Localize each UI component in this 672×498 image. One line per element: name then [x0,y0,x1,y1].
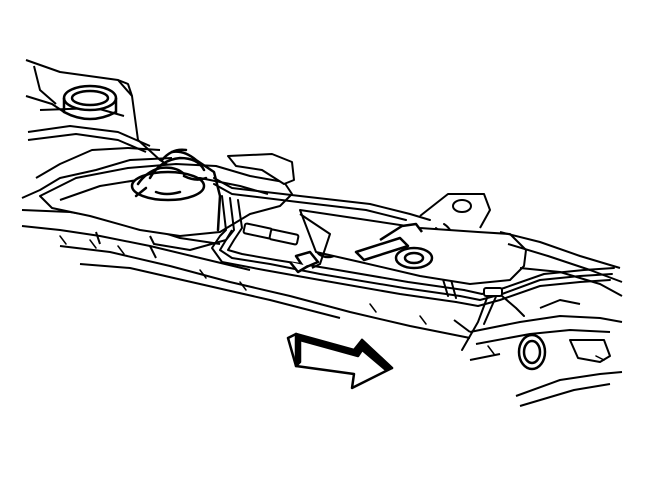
rear-fuel-filter [356,224,432,268]
fuel-pump-module [132,150,220,230]
right-frame-rail [454,232,622,406]
front-direction-arrow-icon [288,334,392,388]
right-mount-ring [519,335,545,369]
line-clips [243,223,502,296]
left-mount-ring [64,86,116,119]
floor-pan-outline [22,148,470,338]
surface-detail-marks [60,236,604,360]
